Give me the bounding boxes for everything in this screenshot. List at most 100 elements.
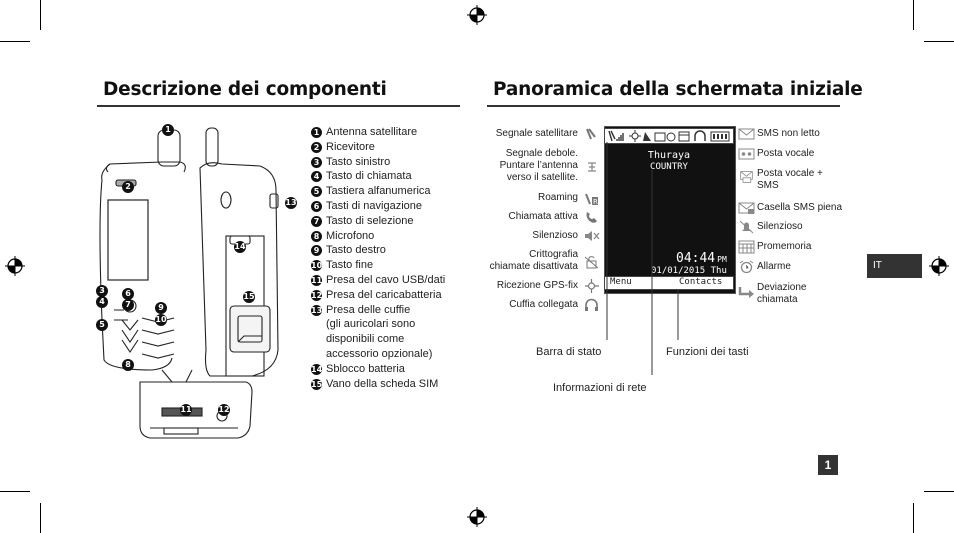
envelope-icon bbox=[738, 128, 755, 140]
callout-4: 4 bbox=[96, 296, 108, 308]
label-call-forward-1: Deviazione bbox=[757, 282, 807, 293]
section-title-components: Descrizione dei componenti bbox=[103, 79, 387, 100]
label-encryption-2: chiamate disattivata bbox=[489, 261, 578, 272]
crop-mark bbox=[924, 41, 954, 42]
label-unread-sms: SMS non letto bbox=[757, 128, 820, 139]
number-badge: 14 bbox=[311, 363, 323, 375]
list-item-continuation: (gli auricolari sono bbox=[326, 318, 416, 331]
label-roaming: Roaming bbox=[537, 192, 578, 203]
number-badge: 3 bbox=[311, 156, 322, 168]
number-badge: 13 bbox=[311, 304, 323, 316]
number-badge: 11 bbox=[311, 274, 323, 286]
softkey-left: Menu bbox=[610, 277, 632, 287]
caption-status-bar: Barra di stato bbox=[536, 346, 602, 358]
list-item-continuation: accessorio opzionale) bbox=[326, 347, 433, 360]
caption-network-info: Informazioni di rete bbox=[553, 382, 647, 394]
callout-12: 12 bbox=[218, 404, 230, 416]
callout-9: 9 bbox=[155, 302, 167, 314]
softkey-right: Contacts bbox=[679, 277, 723, 287]
section-title-home-screen: Panoramica della schermata iniziale bbox=[493, 79, 863, 100]
status-icons-icon bbox=[608, 130, 730, 142]
alarm-icon bbox=[739, 260, 754, 274]
caption-softkeys: Funzioni dei tasti bbox=[666, 346, 749, 358]
title-underline bbox=[97, 105, 460, 107]
crop-mark bbox=[913, 503, 914, 533]
callout-8: 8 bbox=[122, 359, 134, 371]
phone-illustration bbox=[99, 127, 279, 439]
number-badge: 12 bbox=[311, 289, 323, 301]
crop-mark bbox=[40, 503, 41, 533]
phone-call-icon bbox=[586, 212, 597, 223]
number-badge: 8 bbox=[311, 230, 322, 242]
page-number: 1 bbox=[818, 455, 838, 475]
label-silent: Silenzioso bbox=[532, 230, 578, 241]
satellite-signal-icon bbox=[586, 128, 596, 140]
number-badge: 2 bbox=[311, 141, 322, 153]
encryption-off-icon bbox=[584, 256, 599, 269]
callout-6: 6 bbox=[122, 288, 134, 300]
number-badge: 6 bbox=[311, 200, 322, 212]
label-call-forward-2: chiamata bbox=[757, 294, 798, 305]
registration-mark-icon bbox=[467, 5, 487, 25]
date-display: 01/01/2015 Thu bbox=[651, 266, 727, 276]
country-name: COUNTRY bbox=[650, 162, 688, 172]
number-badge: 9 bbox=[311, 245, 322, 257]
headset-icon bbox=[585, 298, 598, 311]
label-satellite-signal: Segnale satellitare bbox=[495, 128, 578, 139]
callout-1: 1 bbox=[162, 124, 174, 136]
crop-mark bbox=[913, 0, 914, 30]
label-gps-fix: Ricezione GPS-fix bbox=[496, 280, 578, 291]
number-badge: 7 bbox=[311, 215, 322, 227]
reminder-icon bbox=[738, 240, 755, 254]
label-voicemail-sms-1: Posta vocale + bbox=[757, 168, 823, 179]
voicemail-icon bbox=[738, 148, 755, 160]
callout-3: 3 bbox=[96, 285, 108, 297]
callout-10: 10 bbox=[155, 314, 167, 326]
softkey-bar: Menu Contacts bbox=[604, 276, 734, 290]
pointer-lines bbox=[606, 142, 679, 375]
callout-5: 5 bbox=[96, 319, 108, 331]
number-badge: 10 bbox=[311, 260, 323, 272]
callout-14: 14 bbox=[234, 241, 246, 253]
voicemail-sms-icon bbox=[740, 171, 753, 183]
label-sms-full: Casella SMS piena bbox=[757, 202, 843, 213]
crop-mark bbox=[0, 41, 30, 42]
call-forward-icon bbox=[738, 287, 754, 298]
clock-time: 04:44 bbox=[676, 251, 716, 266]
silent-icon bbox=[585, 231, 600, 241]
network-name: Thuraya bbox=[647, 150, 691, 161]
label-weak-signal-1: Segnale debole. bbox=[505, 148, 578, 159]
roaming-icon: R bbox=[585, 193, 598, 206]
crop-mark bbox=[40, 0, 41, 30]
list-item-continuation: disponibili come bbox=[326, 333, 405, 346]
callout-7: 7 bbox=[122, 299, 134, 311]
label-voicemail: Posta vocale bbox=[757, 148, 815, 159]
callout-2: 2 bbox=[122, 181, 134, 193]
label-voicemail-sms-2: SMS bbox=[757, 180, 779, 191]
label-headset: Cuffia collegata bbox=[509, 299, 578, 310]
label-weak-signal-3: verso il satellite. bbox=[506, 172, 578, 183]
label-silent-right: Silenzioso bbox=[757, 221, 803, 232]
number-badge: 5 bbox=[311, 186, 322, 198]
language-tab: IT bbox=[867, 254, 922, 278]
registration-mark-icon bbox=[467, 507, 487, 527]
label-encryption-1: Crittografia bbox=[529, 249, 578, 260]
callout-13: 13 bbox=[285, 197, 297, 209]
title-underline bbox=[487, 105, 840, 107]
phone-screen bbox=[604, 126, 736, 294]
svg-text:R: R bbox=[593, 198, 598, 206]
sms-full-icon bbox=[738, 202, 755, 214]
weak-signal-icon bbox=[588, 162, 596, 172]
silent-bell-icon bbox=[739, 220, 754, 234]
